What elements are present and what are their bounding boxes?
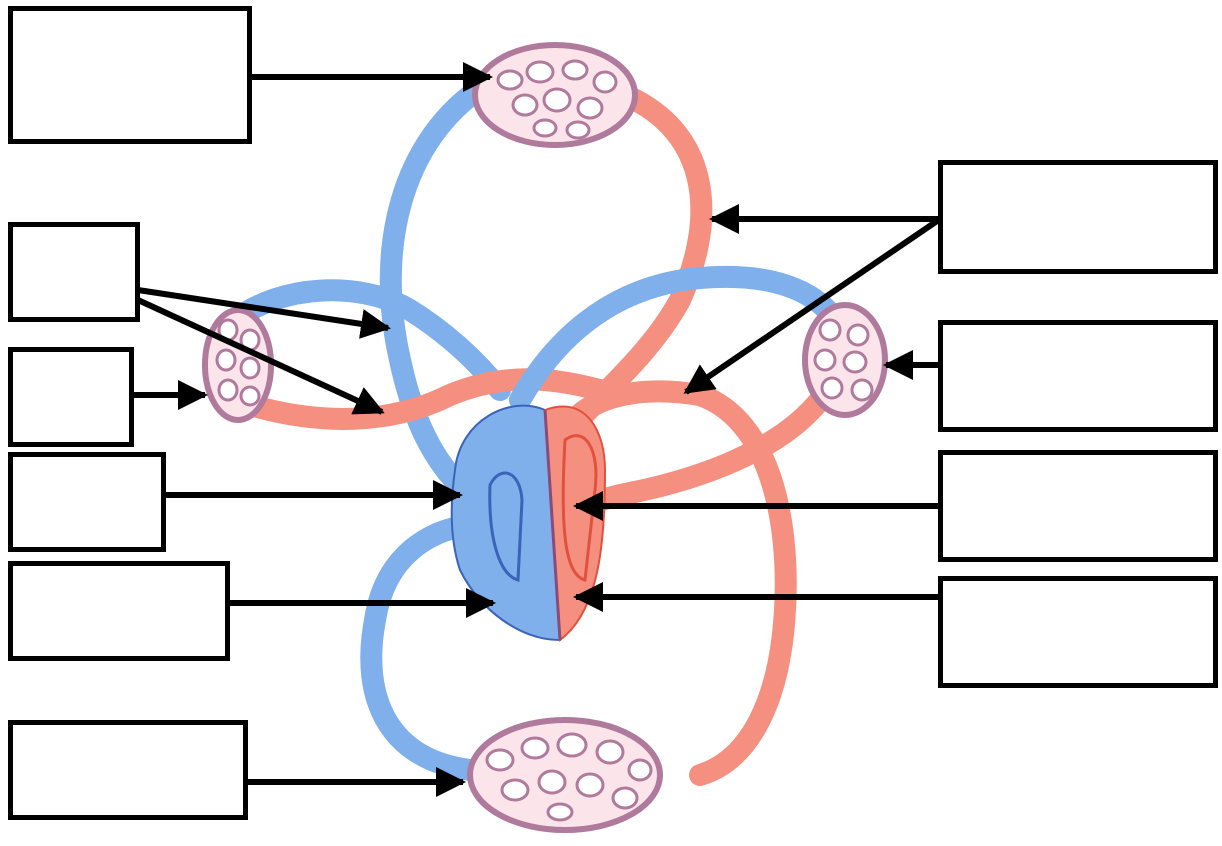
- label-box-left-atrium[interactable]: [938, 450, 1218, 562]
- aorta: [549, 380, 797, 786]
- label-box-arteries-right[interactable]: [938, 160, 1218, 274]
- arrow-vessels-upper: [137, 287, 391, 339]
- capillary-bed-right: [802, 302, 888, 418]
- vessels: [224, 74, 846, 786]
- arrow-vessels-lower: [136, 297, 385, 415]
- pointer-arrows: [132, 62, 942, 797]
- left-pulmonary-vein: [224, 279, 511, 401]
- septum: [543, 409, 562, 641]
- heart-left-side: [543, 405, 607, 642]
- heart: [450, 404, 607, 642]
- left-heart-chambers: [561, 434, 598, 582]
- label-box-vessels-left[interactable]: [8, 222, 140, 322]
- capillary-bed-bottom: [467, 717, 663, 833]
- capillary-bed-top: [472, 42, 638, 148]
- capillary-bed-left: [202, 307, 274, 423]
- left-pulmonary-artery: [239, 368, 611, 430]
- label-box-right-capillaries[interactable]: [938, 320, 1218, 432]
- label-box-left-capillaries[interactable]: [8, 347, 134, 447]
- label-box-right-ventricle[interactable]: [8, 561, 230, 661]
- right-heart-chambers: [488, 471, 524, 582]
- label-box-left-ventricle[interactable]: [938, 576, 1218, 688]
- superior-vein: [379, 74, 496, 506]
- label-box-top-capillaries[interactable]: [8, 6, 252, 144]
- inferior-vein: [360, 514, 481, 781]
- label-box-right-atrium[interactable]: [8, 452, 166, 552]
- label-box-bottom-capillaries[interactable]: [8, 720, 248, 820]
- heart-right-side: [450, 404, 562, 642]
- arrow-pulmonary-artery: [683, 216, 942, 395]
- right-pulmonary-vein: [509, 265, 846, 411]
